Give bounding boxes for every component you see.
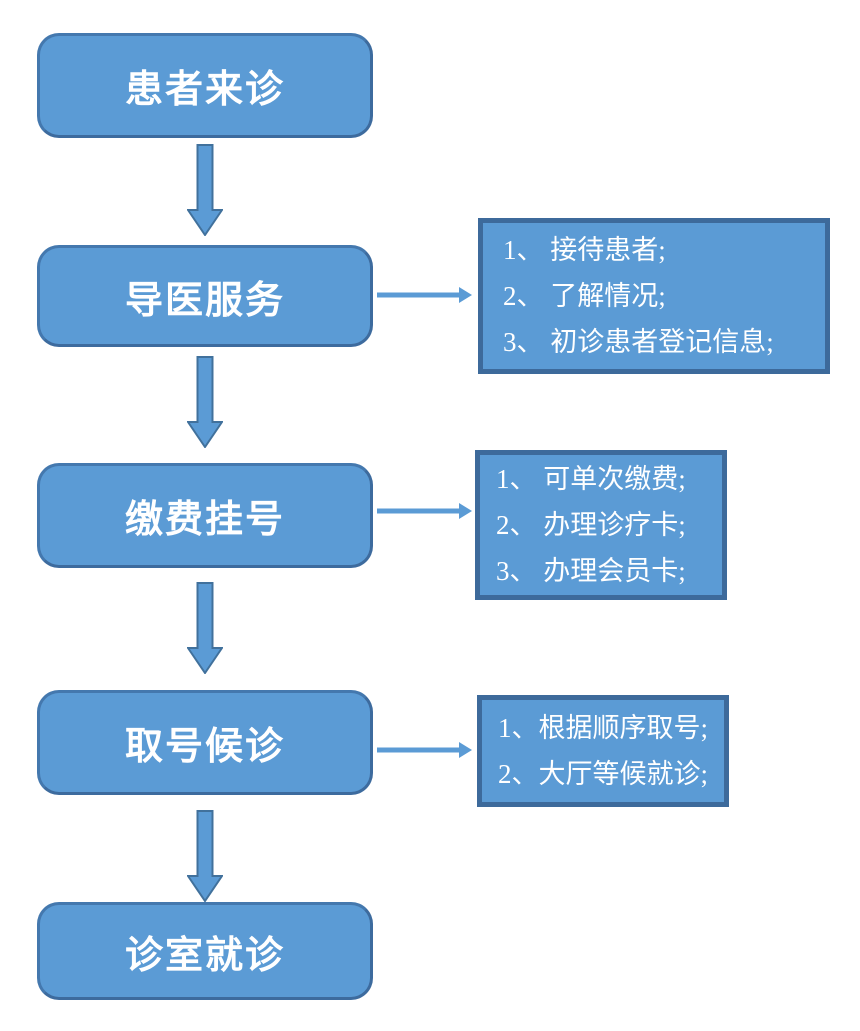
- down-arrow-shape: [187, 356, 223, 448]
- down-arrow-icon: [187, 356, 223, 448]
- down-arrow-icon: [187, 144, 223, 236]
- note-line: 2、 了解情况;: [503, 281, 666, 311]
- step-payment-registration-label: 缴费挂号: [124, 499, 285, 541]
- step-payment-registration: 缴费挂号: [37, 463, 373, 568]
- right-arrow-head: [459, 742, 472, 758]
- note-guide-service: 1、 接待患者; 2、 了解情况; 3、 初诊患者登记信息;: [478, 218, 830, 374]
- right-arrow-head: [459, 287, 472, 303]
- down-arrow-shape: [187, 810, 223, 902]
- step-guide-service-label: 导医服务: [124, 279, 285, 322]
- step-consultation-room: 诊室就诊: [37, 902, 373, 1000]
- note-line: 2、大厅等候就诊;: [498, 759, 709, 789]
- note-line: 3、 办理会员卡;: [496, 556, 686, 586]
- down-arrow-icon: [187, 810, 223, 902]
- step-guide-service: 导医服务: [37, 245, 373, 347]
- step-patient-arrival: 患者来诊: [37, 33, 373, 138]
- right-arrow-icon: [377, 503, 472, 519]
- note-line: 2、 办理诊疗卡;: [496, 510, 686, 540]
- down-arrow-shape: [187, 582, 223, 674]
- right-arrow-head: [459, 503, 472, 519]
- right-arrow-icon: [377, 287, 472, 303]
- note-payment-registration: 1、 可单次缴费; 2、 办理诊疗卡; 3、 办理会员卡;: [475, 450, 727, 600]
- note-line: 1、 可单次缴费;: [496, 464, 686, 494]
- down-arrow-icon: [187, 582, 223, 674]
- note-line: 1、 接待患者;: [503, 235, 666, 265]
- step-take-number-wait: 取号候诊: [37, 690, 373, 795]
- down-arrow-shape: [187, 144, 223, 236]
- right-arrow-icon: [377, 742, 472, 758]
- note-line: 1、根据顺序取号;: [498, 713, 709, 743]
- step-consultation-room-label: 诊室就诊: [124, 934, 285, 977]
- step-take-number-wait-label: 取号候诊: [124, 726, 285, 768]
- step-patient-arrival-label: 患者来诊: [124, 69, 285, 111]
- note-take-number-wait: 1、根据顺序取号; 2、大厅等候就诊;: [477, 695, 729, 807]
- note-line: 3、 初诊患者登记信息;: [503, 327, 774, 357]
